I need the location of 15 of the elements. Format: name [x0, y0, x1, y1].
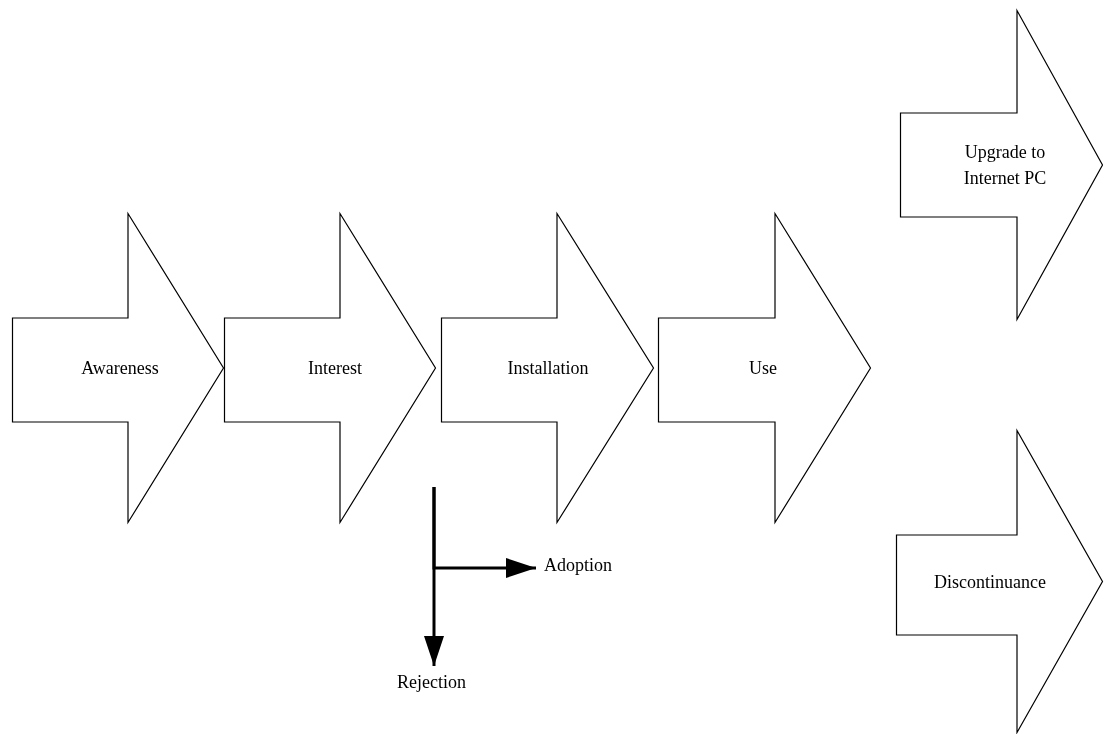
- arrow: [424, 487, 444, 666]
- stage-label: Awareness: [80, 356, 160, 380]
- stage-block: [900, 10, 1103, 320]
- outcome-label: Adoption: [544, 555, 612, 576]
- stage-label: Use: [748, 356, 778, 380]
- stage-block: [224, 213, 436, 523]
- stage-block: [896, 430, 1103, 733]
- stage-block: [658, 213, 871, 523]
- stage-block: [12, 213, 224, 523]
- stage-label: Discontinuance: [933, 570, 1047, 594]
- stage-label: Interest: [307, 356, 363, 380]
- stage-label: Upgrade to Internet PC: [962, 140, 1048, 190]
- outcome-label: Rejection: [397, 672, 466, 693]
- stage-label: Installation: [506, 356, 590, 380]
- stage-block: [441, 213, 654, 523]
